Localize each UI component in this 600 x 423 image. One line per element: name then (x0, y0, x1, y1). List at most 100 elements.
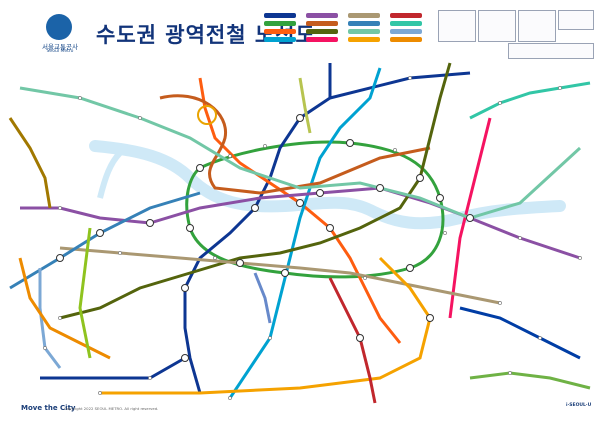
station (393, 148, 397, 152)
transfer-stations (56, 114, 474, 362)
station (408, 76, 412, 80)
subway-map (0, 58, 600, 408)
line9-route (59, 246, 501, 305)
info-box-2 (478, 10, 516, 42)
stations (43, 76, 582, 400)
station (538, 336, 542, 340)
transfer-station (181, 284, 189, 292)
line8-route (448, 117, 492, 319)
legend-incheon1 (390, 29, 422, 34)
sillim-route (253, 272, 272, 324)
station (443, 231, 447, 235)
station (148, 376, 152, 380)
page-title: 수도권 광역전철 노선도 (96, 23, 316, 47)
info-box-1 (438, 10, 476, 42)
station (43, 346, 47, 350)
org-name: 서울교통공사 (42, 43, 78, 51)
transfer-station (146, 219, 154, 227)
seohae-route (78, 227, 92, 359)
header: 서울교통공사 Seoul Metro 수도권 광역전철 노선도 (0, 0, 600, 62)
incheon1-route (38, 268, 62, 369)
station (98, 391, 102, 395)
info-panel (438, 10, 594, 62)
line6-route (159, 94, 431, 195)
gimpo-route (8, 117, 52, 209)
transfer-station (416, 174, 424, 182)
river-branch (97, 150, 123, 199)
line-legend (262, 11, 432, 45)
info-box-3 (518, 10, 556, 42)
station (508, 371, 512, 375)
station (213, 256, 217, 260)
legend-line1 (264, 13, 296, 18)
info-box-4 (558, 10, 594, 30)
station (58, 206, 62, 210)
station (58, 316, 62, 320)
gyeongui-route (19, 86, 582, 220)
info-box-5 (508, 43, 594, 59)
legend-incheon2 (390, 37, 422, 42)
transfer-station (236, 259, 244, 267)
legend-line3 (264, 29, 296, 34)
station (118, 251, 122, 255)
station (363, 276, 367, 280)
legend-suin (348, 37, 380, 42)
slogan: Move the City (21, 404, 76, 412)
legend-shinbundang (390, 13, 422, 18)
transfer-station (96, 229, 104, 237)
gyeongchun-route (469, 81, 591, 120)
legend-line9 (348, 13, 380, 18)
incheon2-route (18, 257, 111, 360)
seoul-brand-mark: i·SEOUL·U (566, 403, 592, 408)
transfer-station (406, 264, 414, 272)
transfer-station (196, 164, 204, 172)
legend-airport (348, 21, 380, 26)
legend-line2 (264, 21, 296, 26)
transfer-station (251, 204, 259, 212)
suin-route (100, 256, 432, 395)
seoul-station-marker (197, 105, 217, 125)
legend-gyeongui (348, 29, 380, 34)
transfer-station (181, 354, 189, 362)
transfer-station (376, 184, 384, 192)
line1-west (40, 356, 186, 380)
legend-line4 (264, 37, 296, 42)
transfer-station (466, 214, 474, 222)
uisinseol-route (298, 77, 312, 134)
station (578, 256, 582, 260)
station (228, 396, 232, 400)
line5-route (20, 186, 581, 260)
gyeonggang-route (459, 306, 581, 360)
station (498, 101, 502, 105)
station (138, 116, 142, 120)
transfer-station (296, 199, 304, 207)
transfer-station (296, 114, 304, 122)
legend-line8 (306, 37, 338, 42)
station (228, 154, 232, 158)
org-name-en: Seoul Metro (46, 49, 74, 54)
transfer-station (436, 194, 444, 202)
transfer-station (356, 334, 364, 342)
station (558, 86, 562, 90)
transfer-station (186, 224, 194, 232)
legend-line7 (306, 29, 338, 34)
everline-route (469, 371, 591, 390)
legend-line5 (306, 13, 338, 18)
legend-gyeongchun (390, 21, 422, 26)
station (268, 336, 272, 340)
line7-route (59, 62, 452, 320)
line4-route (228, 67, 382, 399)
transfer-station (56, 254, 64, 262)
station (78, 96, 82, 100)
station (263, 144, 267, 148)
seoul-metro-logo-icon (46, 14, 72, 40)
station (498, 301, 502, 305)
station (518, 236, 522, 240)
transfer-station (326, 224, 334, 232)
legend-line6 (306, 21, 338, 26)
copyright: Copyright 2022 SEOUL METRO. All right re… (64, 406, 159, 411)
line1-east (329, 71, 471, 100)
transfer-station (346, 139, 354, 147)
subway-map-svg (8, 62, 591, 404)
transfer-station (316, 189, 324, 197)
